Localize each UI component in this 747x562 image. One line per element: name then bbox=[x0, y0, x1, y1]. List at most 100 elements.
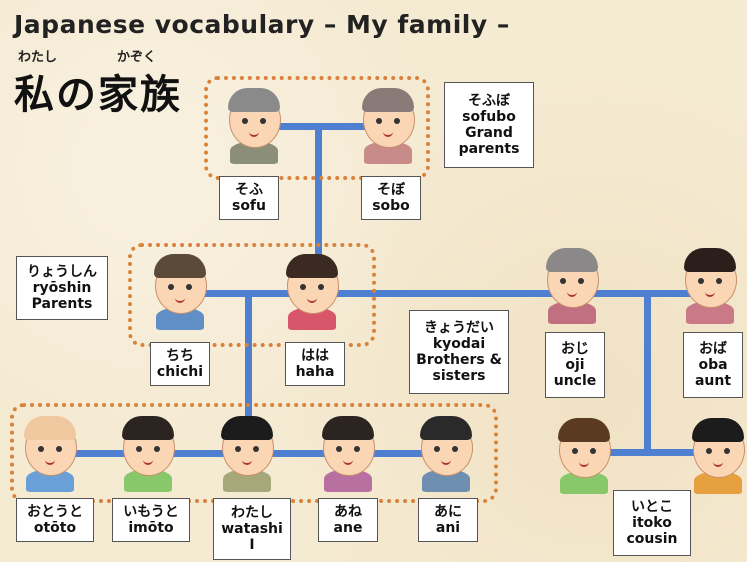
eye bbox=[38, 446, 44, 452]
eye bbox=[260, 118, 266, 124]
shirt bbox=[223, 470, 271, 492]
hair bbox=[546, 248, 598, 272]
hair bbox=[154, 254, 206, 278]
heading-kanji: 私の家族 bbox=[14, 71, 182, 118]
person-oji bbox=[540, 244, 604, 324]
eye bbox=[394, 118, 400, 124]
person-sofu bbox=[222, 84, 286, 164]
shirt bbox=[694, 472, 742, 494]
shirt bbox=[230, 142, 278, 164]
eye bbox=[698, 278, 704, 284]
eye bbox=[154, 446, 160, 452]
hair bbox=[221, 416, 273, 440]
line-aunt-down bbox=[644, 290, 651, 455]
person-ototo bbox=[18, 412, 82, 492]
mouth bbox=[175, 296, 185, 303]
eye bbox=[253, 446, 259, 452]
eye bbox=[354, 446, 360, 452]
person-watashi bbox=[215, 412, 279, 492]
mouth bbox=[249, 130, 259, 137]
mouth bbox=[343, 458, 353, 465]
eye bbox=[724, 448, 730, 454]
eye bbox=[560, 278, 566, 284]
mouth bbox=[383, 130, 393, 137]
mouth bbox=[242, 458, 252, 465]
eye bbox=[572, 448, 578, 454]
eye bbox=[168, 284, 174, 290]
person-imoto bbox=[116, 412, 180, 492]
mouth bbox=[143, 458, 153, 465]
eye bbox=[186, 284, 192, 290]
eye bbox=[706, 448, 712, 454]
eye bbox=[376, 118, 382, 124]
eye bbox=[336, 446, 342, 452]
mouth bbox=[441, 458, 451, 465]
shirt bbox=[364, 142, 412, 164]
mouth bbox=[705, 290, 715, 297]
line-parents-down bbox=[245, 290, 252, 455]
hair bbox=[122, 416, 174, 440]
eye bbox=[235, 446, 241, 452]
mouth bbox=[567, 290, 577, 297]
person-oba bbox=[678, 244, 742, 324]
hair bbox=[286, 254, 338, 278]
hair bbox=[692, 418, 744, 442]
person-itoko2 bbox=[686, 414, 747, 494]
shirt bbox=[324, 470, 372, 492]
line-parents bbox=[205, 290, 645, 297]
mouth bbox=[713, 460, 723, 467]
person-ane bbox=[316, 412, 380, 492]
mouth bbox=[45, 458, 55, 465]
hair bbox=[684, 248, 736, 272]
ruby-watashi: わたし bbox=[18, 50, 58, 65]
shirt bbox=[124, 470, 172, 492]
shirt bbox=[156, 308, 204, 330]
eye bbox=[242, 118, 248, 124]
eye bbox=[56, 446, 62, 452]
eye bbox=[434, 446, 440, 452]
eye bbox=[136, 446, 142, 452]
person-chichi bbox=[148, 250, 212, 330]
group-parents bbox=[128, 243, 376, 347]
line-parents-oba bbox=[600, 290, 710, 297]
hair bbox=[322, 416, 374, 440]
eye bbox=[300, 284, 306, 290]
line-cousins bbox=[580, 449, 710, 456]
hair bbox=[24, 416, 76, 440]
eye bbox=[578, 278, 584, 284]
shirt bbox=[26, 470, 74, 492]
eye bbox=[318, 284, 324, 290]
eye bbox=[590, 448, 596, 454]
line-grandparents bbox=[262, 123, 382, 130]
hair bbox=[228, 88, 280, 112]
person-ani bbox=[414, 412, 478, 492]
ruby-kazoku: かぞく bbox=[117, 50, 157, 65]
mouth bbox=[579, 460, 589, 467]
eye bbox=[452, 446, 458, 452]
person-itoko1 bbox=[552, 414, 616, 494]
group-grandparents bbox=[204, 76, 430, 180]
person-sobo bbox=[356, 84, 420, 164]
page-title: Japanese vocabulary – My family – bbox=[14, 10, 510, 39]
person-haha bbox=[280, 250, 344, 330]
hair bbox=[362, 88, 414, 112]
hair bbox=[420, 416, 472, 440]
shirt bbox=[422, 470, 470, 492]
shirt bbox=[686, 302, 734, 324]
mouth bbox=[307, 296, 317, 303]
shirt bbox=[560, 472, 608, 494]
